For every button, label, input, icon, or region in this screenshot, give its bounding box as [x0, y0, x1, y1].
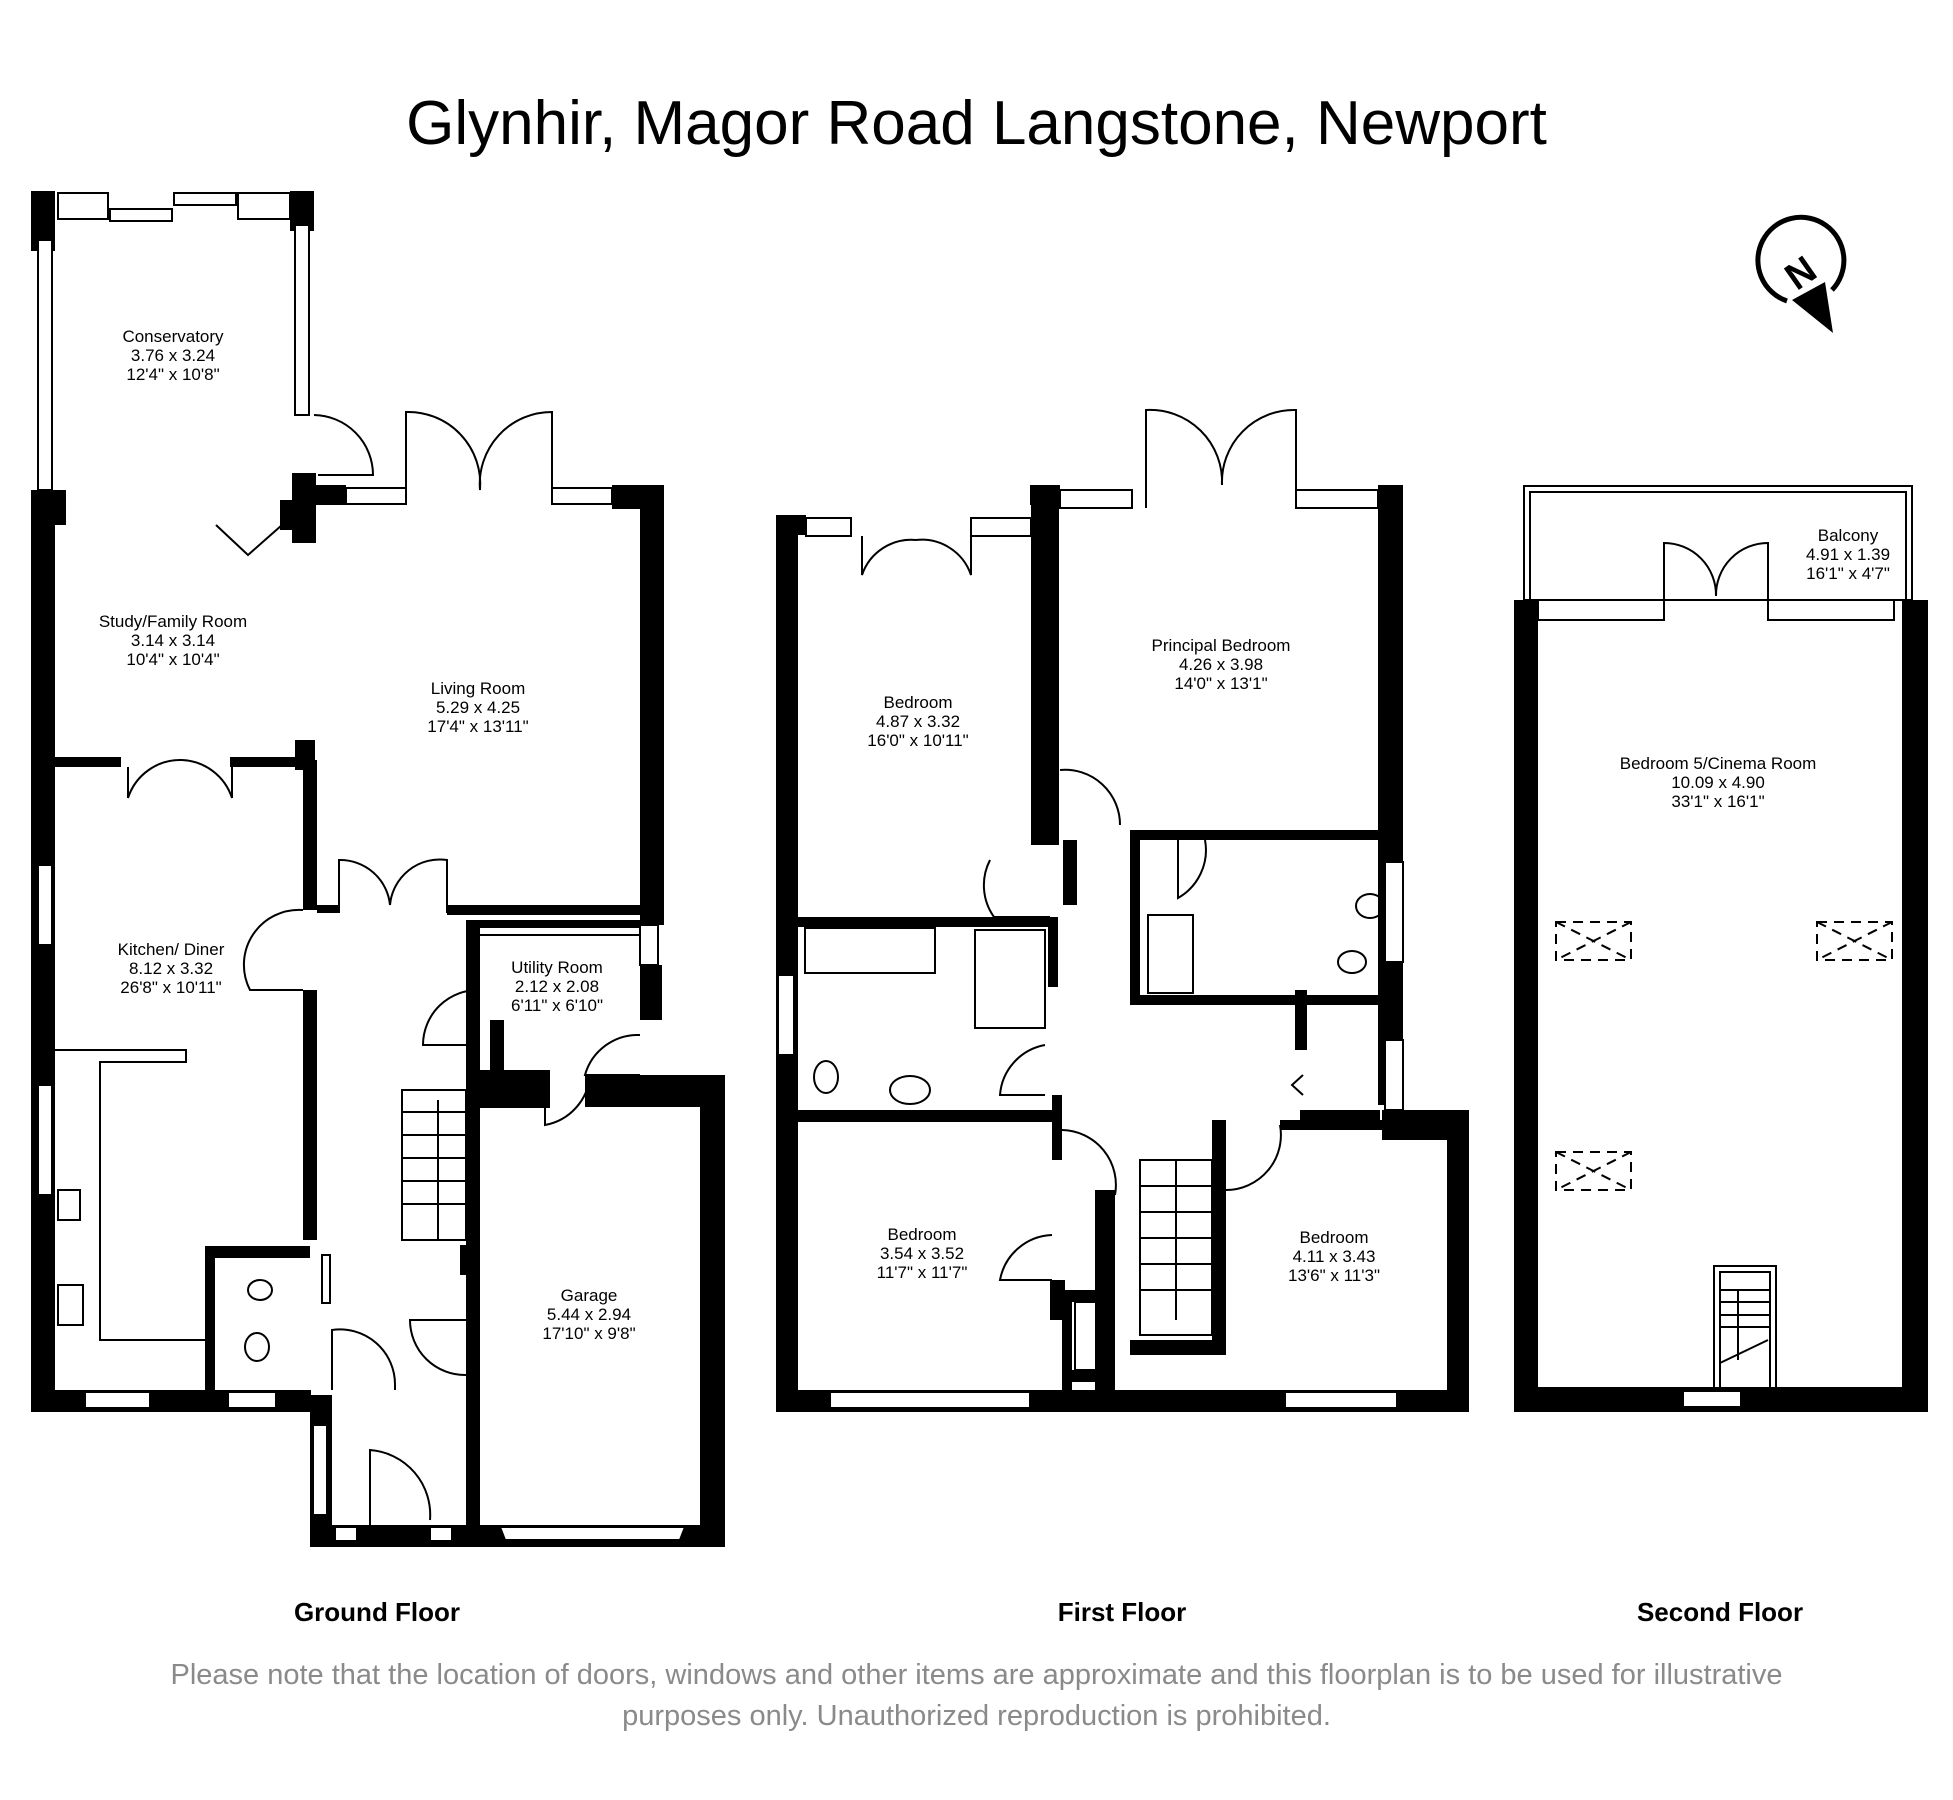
room-metric: 5.29 x 4.25 — [435, 698, 521, 717]
room-name: Conservatory — [122, 327, 224, 346]
room-name: Utility Room — [511, 958, 603, 977]
floor-label-first: First Floor — [1057, 1597, 1187, 1627]
room-label-kitchen: Kitchen/ Diner 8.12 x 3.32 26'8" x 10'11… — [118, 940, 225, 997]
room-imperial: 17'4" x 13'11" — [427, 717, 529, 736]
room-label-bedroom-4: Bedroom 4.11 x 3.43 13'6" x 11'3" — [1288, 1228, 1380, 1285]
room-imperial: 33'1" x 16'1" — [1671, 792, 1765, 811]
room-label-utility: Utility Room 2.12 x 2.08 6'11" x 6'10" — [511, 958, 603, 1015]
room-name: Study/Family Room — [98, 612, 248, 631]
room-metric: 10.09 x 4.90 — [1671, 773, 1765, 792]
page-title: Glynhir, Magor Road Langstone, Newport — [406, 89, 1547, 158]
first-floor-plan — [776, 408, 1469, 1412]
room-imperial: 14'0" x 13'1" — [1174, 674, 1268, 693]
room-label-balcony: Balcony 4.91 x 1.39 16'1" x 4'7" — [1806, 526, 1890, 583]
room-metric: 4.91 x 1.39 — [1805, 545, 1891, 564]
room-label-cinema-room: Bedroom 5/Cinema Room 10.09 x 4.90 33'1"… — [1620, 754, 1817, 811]
room-label-principal-bedroom: Principal Bedroom 4.26 x 3.98 14'0" x 13… — [1152, 636, 1291, 693]
room-imperial: 16'0" x 10'11" — [867, 731, 969, 750]
room-imperial: 6'11" x 6'10" — [511, 996, 603, 1015]
room-name: Bedroom — [1299, 1228, 1369, 1247]
room-name: Bedroom — [887, 1225, 957, 1244]
room-label-living-room: Living Room 5.29 x 4.25 17'4" x 13'11" — [427, 679, 528, 736]
ground-floor-plan — [31, 191, 725, 1547]
room-label-conservatory: Conservatory 3.76 x 3.24 12'4" x 10'8" — [122, 327, 223, 384]
room-name: Living Room — [430, 679, 526, 698]
room-name: Bedroom — [883, 693, 953, 712]
room-metric: 3.54 x 3.52 — [879, 1244, 965, 1263]
floor-label-second: Second Floor — [1636, 1597, 1804, 1627]
room-name: Principal Bedroom — [1151, 636, 1291, 655]
second-floor-plan — [1514, 485, 1928, 1412]
disclaimer-line-1: Please note that the location of doors, … — [170, 1659, 1783, 1691]
room-imperial: 10'4" x 10'4" — [126, 650, 220, 669]
room-metric: 5.44 x 2.94 — [546, 1305, 632, 1324]
room-name: Kitchen/ Diner — [117, 940, 225, 959]
room-label-bedroom-3: Bedroom 3.54 x 3.52 11'7" x 11'7" — [877, 1225, 968, 1282]
room-imperial: 11'7" x 11'7" — [876, 1263, 968, 1282]
room-metric: 8.12 x 3.32 — [128, 959, 214, 978]
room-metric: 2.12 x 2.08 — [514, 977, 600, 996]
room-imperial: 16'1" x 4'7" — [1806, 564, 1890, 583]
room-metric: 3.14 x 3.14 — [130, 631, 216, 650]
room-metric: 4.11 x 3.43 — [1292, 1247, 1376, 1266]
room-metric: 3.76 x 3.24 — [130, 346, 216, 365]
room-label-bedroom-2: Bedroom 4.87 x 3.32 16'0" x 10'11" — [867, 693, 968, 750]
disclaimer-line-2: purposes only. Unauthorized reproduction… — [622, 1700, 1331, 1732]
room-name: Balcony — [1817, 526, 1879, 545]
room-metric: 4.87 x 3.32 — [875, 712, 961, 731]
room-imperial: 13'6" x 11'3" — [1288, 1266, 1380, 1285]
room-metric: 4.26 x 3.98 — [1178, 655, 1264, 674]
room-imperial: 17'10" x 9'8" — [542, 1324, 636, 1343]
floor-label-ground: Ground Floor — [293, 1597, 461, 1627]
room-name: Bedroom 5/Cinema Room — [1619, 754, 1817, 773]
room-label-garage: Garage 5.44 x 2.94 17'10" x 9'8" — [542, 1286, 635, 1343]
room-imperial: 12'4" x 10'8" — [126, 365, 220, 384]
north-arrow-icon: N — [1755, 214, 1847, 333]
disclaimer: Please note that the location of doors, … — [0, 1655, 1953, 1737]
room-label-study: Study/Family Room 3.14 x 3.14 10'4" x 10… — [99, 612, 247, 669]
room-imperial: 26'8" x 10'11" — [120, 978, 222, 997]
room-name: Garage — [560, 1286, 618, 1305]
